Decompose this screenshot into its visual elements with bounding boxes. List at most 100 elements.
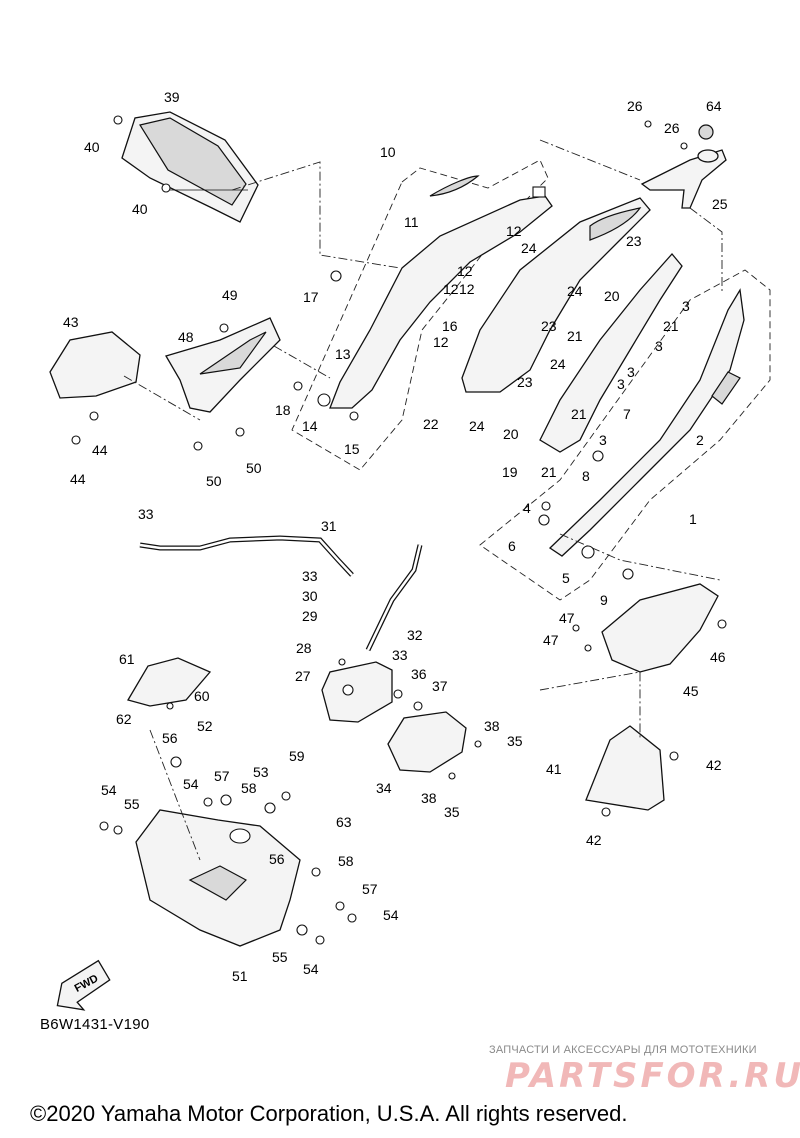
callout: 44 xyxy=(92,442,108,458)
callout: 12 xyxy=(433,334,449,350)
callout: 57 xyxy=(214,768,230,784)
callout: 33 xyxy=(392,647,408,663)
callout: 56 xyxy=(162,730,178,746)
callout: 55 xyxy=(272,949,288,965)
callout: 7 xyxy=(623,406,631,422)
callout: 58 xyxy=(338,853,354,869)
callout: 26 xyxy=(627,98,643,114)
callout: 24 xyxy=(550,356,566,372)
callout: 21 xyxy=(567,328,583,344)
callout: 2 xyxy=(696,432,704,448)
fwd-direction-arrow: FWD xyxy=(56,959,111,1011)
callout: 48 xyxy=(178,329,194,345)
callout: 27 xyxy=(295,668,311,684)
callout: 58 xyxy=(241,780,257,796)
center-side-panel xyxy=(461,197,683,453)
callout: 57 xyxy=(362,881,378,897)
callout: 6 xyxy=(508,538,516,554)
part-61-cover xyxy=(127,657,212,707)
callout: 15 xyxy=(344,441,360,457)
callout: 52 xyxy=(197,718,213,734)
callout: 25 xyxy=(712,196,728,212)
callout: 42 xyxy=(706,757,722,773)
callout: 40 xyxy=(84,139,100,155)
callout: 20 xyxy=(604,288,620,304)
callout: 35 xyxy=(444,804,460,820)
part-39-cover xyxy=(121,111,259,223)
callout: 60 xyxy=(194,688,210,704)
callout: 3 xyxy=(617,376,625,392)
callout: 38 xyxy=(421,790,437,806)
part-48-cover xyxy=(165,317,281,413)
callout: 47 xyxy=(559,610,575,626)
callout: 63 xyxy=(336,814,352,830)
callout: 64 xyxy=(706,98,722,114)
callout: 19 xyxy=(502,464,518,480)
callout: 9 xyxy=(600,592,608,608)
callout: 11 xyxy=(404,214,419,230)
callout: 29 xyxy=(302,608,318,624)
callout: 17 xyxy=(303,289,319,305)
callout: 22 xyxy=(423,416,439,432)
callout: 37 xyxy=(432,678,448,694)
callout: 12 xyxy=(506,223,522,239)
callout: 28 xyxy=(296,640,312,656)
callout: 62 xyxy=(116,711,132,727)
callout: 24 xyxy=(469,418,485,434)
callout: 8 xyxy=(582,468,590,484)
callout: 18 xyxy=(275,402,291,418)
callout: 44 xyxy=(70,471,86,487)
callout: 36 xyxy=(411,666,427,682)
callout: 38 xyxy=(484,718,500,734)
part-41-cover xyxy=(585,725,665,811)
callout-labels: 39 40 40 10 11 26 64 26 25 12 24 23 12 1… xyxy=(63,89,728,984)
callout: 54 xyxy=(303,961,319,977)
part-25-bracket xyxy=(640,124,727,209)
callout: 54 xyxy=(383,907,399,923)
callout: 43 xyxy=(63,314,79,330)
callout: 5 xyxy=(562,570,570,586)
callout: 49 xyxy=(222,287,238,303)
callout: 20 xyxy=(503,426,519,442)
callout: 51 xyxy=(232,968,248,984)
callout: 26 xyxy=(664,120,680,136)
callout: 55 xyxy=(124,796,140,812)
callout: 24 xyxy=(567,283,583,299)
callout: 21 xyxy=(571,406,587,422)
callout: 14 xyxy=(302,418,318,434)
callout: 21 xyxy=(663,318,679,334)
callout: 3 xyxy=(682,298,690,314)
callout: 40 xyxy=(132,201,148,217)
callout: 23 xyxy=(517,374,533,390)
part-10-assembly xyxy=(291,159,553,471)
callout: 23 xyxy=(541,318,557,334)
part-43-cover xyxy=(49,331,141,399)
callout: 32 xyxy=(407,627,423,643)
callout: 33 xyxy=(138,506,154,522)
callout: 50 xyxy=(246,460,262,476)
part-34-holder xyxy=(387,711,467,773)
callout: 16 xyxy=(442,318,458,334)
callout: 24 xyxy=(521,240,537,256)
callout: 54 xyxy=(101,782,117,798)
callout: 41 xyxy=(546,761,562,777)
callout: 34 xyxy=(376,780,392,796)
part-45-cover xyxy=(601,583,719,673)
callout: 47 xyxy=(543,632,559,648)
callout: 3 xyxy=(599,432,607,448)
reference-lines xyxy=(123,139,723,861)
callout: 12 xyxy=(457,263,473,279)
watermark-logo: PARTSFOR.RU xyxy=(505,1056,800,1096)
part-27-canister xyxy=(321,661,393,723)
hardware-fasteners xyxy=(71,115,727,945)
callout: 53 xyxy=(253,764,269,780)
callout: 46 xyxy=(710,649,726,665)
callout: 54 xyxy=(183,776,199,792)
callout: 35 xyxy=(507,733,523,749)
callout: 45 xyxy=(683,683,699,699)
callout: 30 xyxy=(302,588,318,604)
part-51-front-cowl xyxy=(135,809,301,947)
callout: 33 xyxy=(302,568,318,584)
callout: 61 xyxy=(119,651,135,667)
callout: 13 xyxy=(335,346,351,362)
